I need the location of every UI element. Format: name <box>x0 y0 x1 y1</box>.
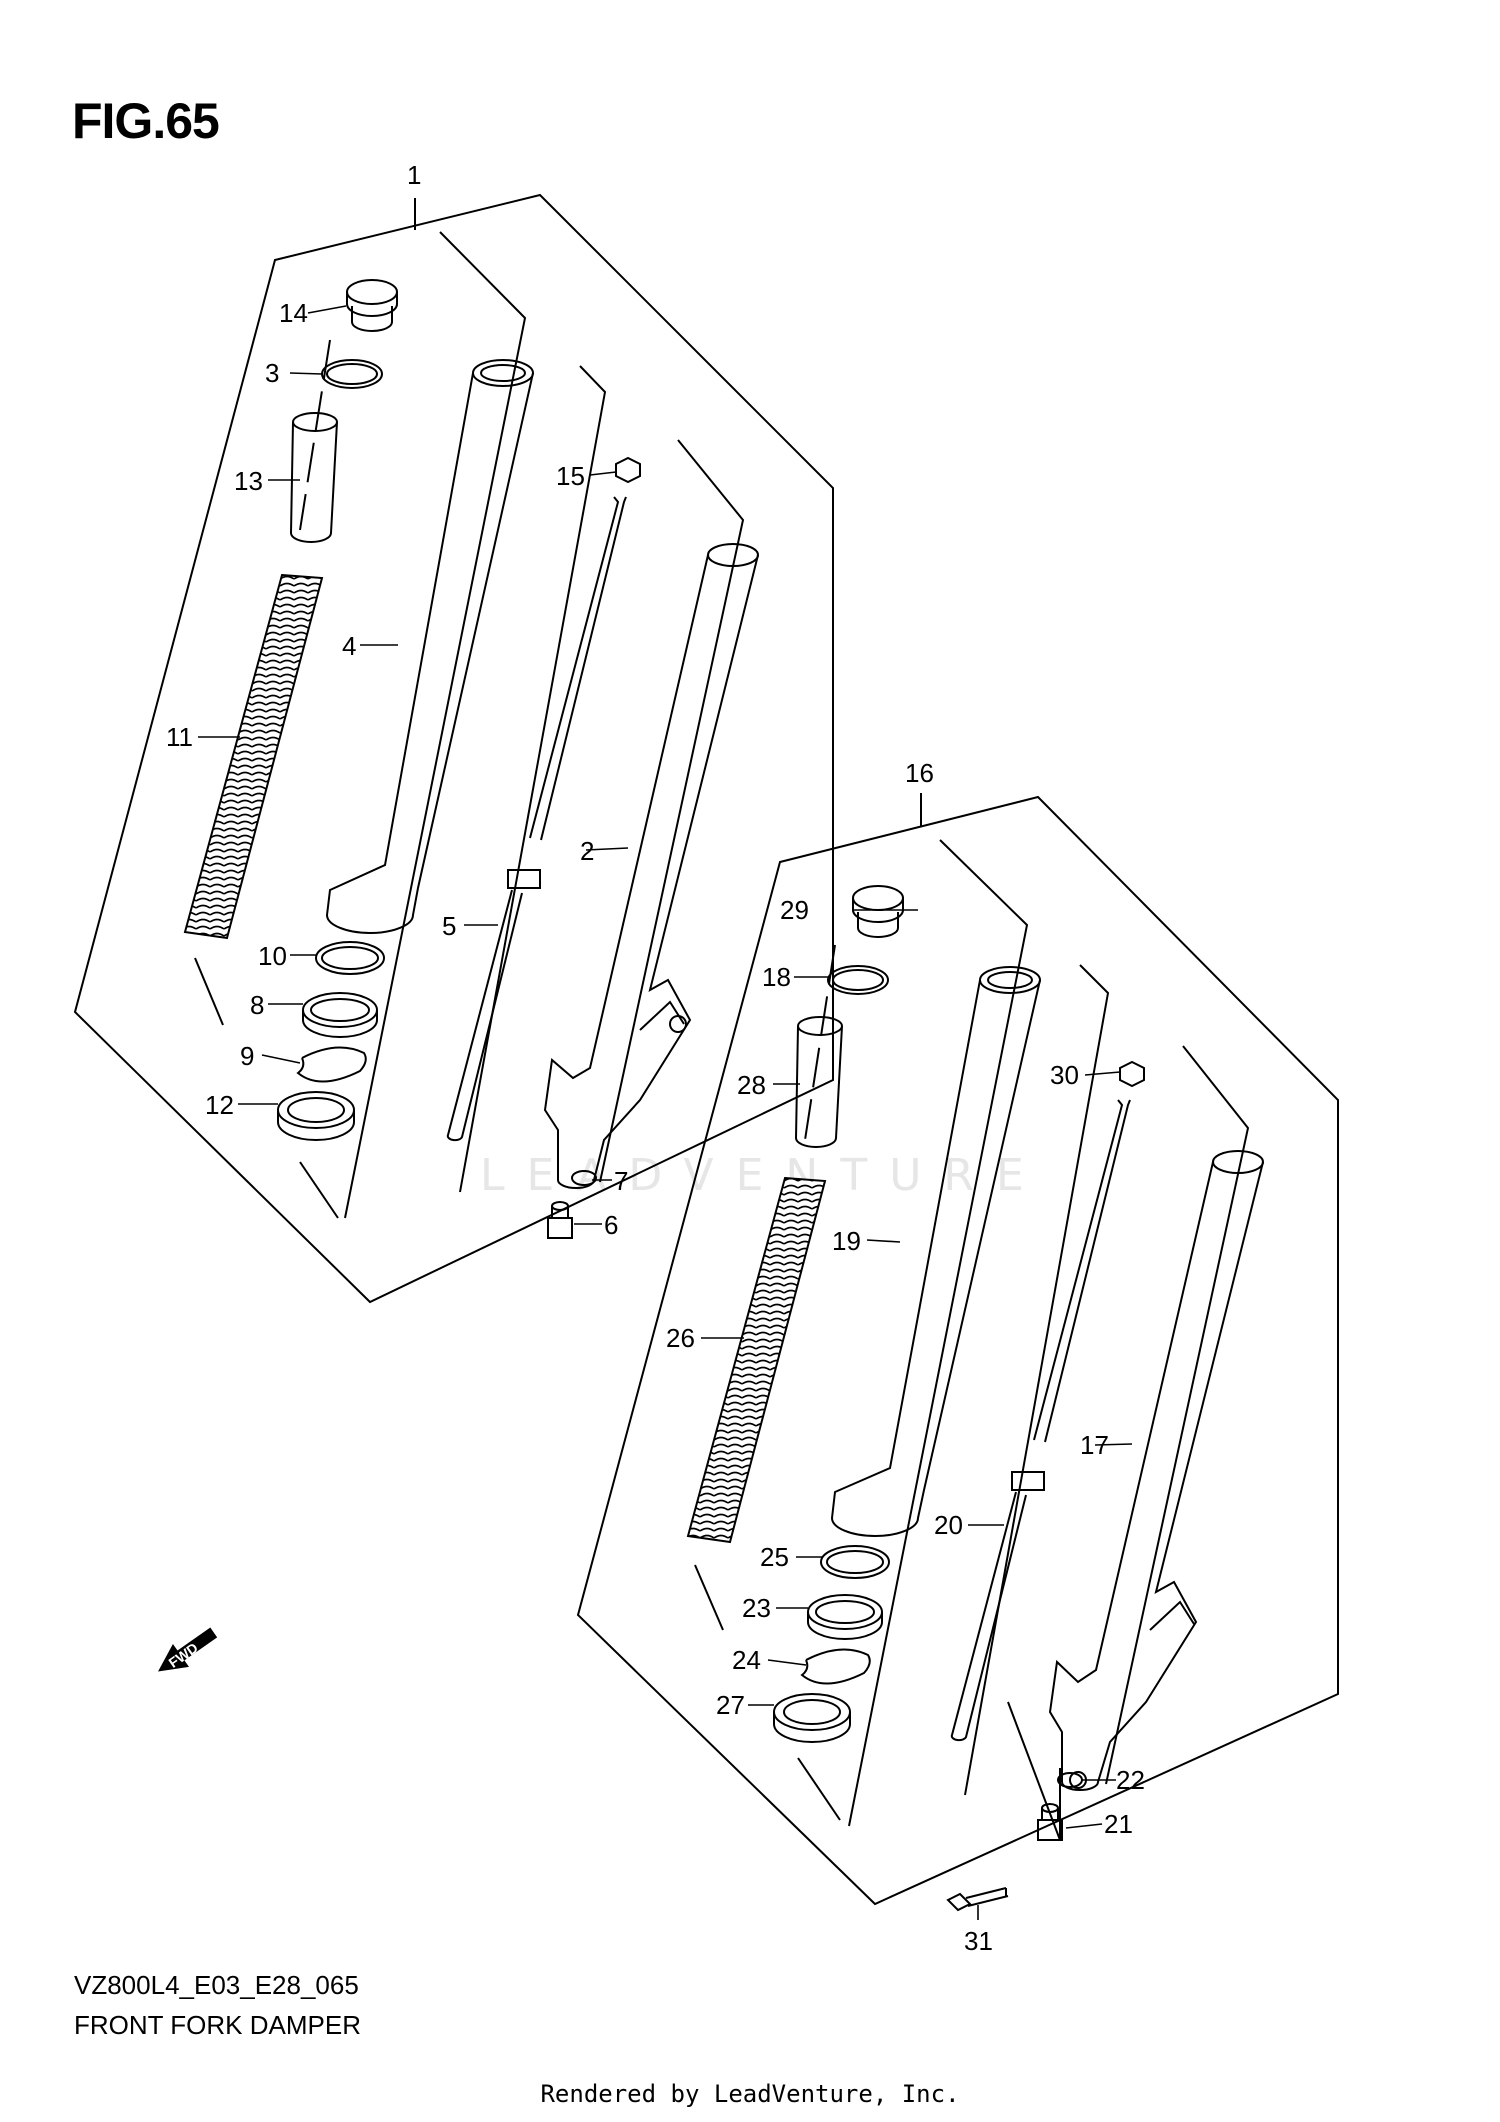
damper-rod-5 <box>446 496 627 1142</box>
callout-8: 8 <box>250 990 264 1020</box>
callout-25: 25 <box>760 1542 789 1572</box>
callout-5: 5 <box>442 911 456 941</box>
callout-18: 18 <box>762 962 791 992</box>
washer-7 <box>571 1170 597 1186</box>
ring-10 <box>315 941 385 975</box>
bolt-21 <box>1037 1803 1063 1841</box>
callout-1: 1 <box>407 160 421 190</box>
inner-bracket <box>694 1564 724 1631</box>
callout-13: 13 <box>234 466 263 496</box>
diagram-caption: FRONT FORK DAMPER <box>74 2010 361 2040</box>
outer-tube-2 <box>543 543 759 1189</box>
dust-seal-12 <box>277 1091 355 1141</box>
callout-10: 10 <box>258 941 287 971</box>
inner-bracket <box>964 964 1110 1796</box>
callout-11: 11 <box>166 722 193 752</box>
dust-seal-27 <box>773 1693 851 1743</box>
callout-17: 17 <box>1080 1430 1109 1460</box>
callout-6: 6 <box>604 1210 618 1240</box>
figure-title: FIG.65 <box>72 93 220 149</box>
spring-11 <box>183 573 324 940</box>
o-ring-18 <box>827 965 889 995</box>
inner-bracket <box>194 957 224 1026</box>
outer-tube-17 <box>1048 1150 1264 1791</box>
inner-bracket <box>1105 1045 1250 1785</box>
inner-bracket <box>459 365 607 1193</box>
inner-bracket <box>299 1161 339 1219</box>
diagram-code: VZ800L4_E03_E28_065 <box>74 1970 359 2000</box>
stopper-ring-24 <box>800 1648 871 1685</box>
callout-16: 16 <box>905 758 934 788</box>
spring-26 <box>686 1176 827 1544</box>
render-credit: Rendered by LeadVenture, Inc. <box>540 2080 960 2108</box>
callout-22: 22 <box>1116 1765 1145 1795</box>
inner-tube-4 <box>325 359 534 934</box>
inner-bracket <box>797 1757 841 1821</box>
callout-30: 30 <box>1050 1060 1079 1090</box>
spacer-28 <box>794 1016 843 1148</box>
cap-bolt-14 <box>346 279 398 332</box>
callout-28: 28 <box>737 1070 766 1100</box>
callout-26: 26 <box>666 1323 695 1353</box>
callout-29: 29 <box>780 895 809 925</box>
callout-9: 9 <box>240 1041 254 1071</box>
callout-19: 19 <box>832 1226 861 1256</box>
bolt-6 <box>547 1201 573 1239</box>
callout-labels: 1 14 3 13 4 11 10 8 9 12 15 5 2 7 6 16 2… <box>166 160 1145 1956</box>
callout-21: 21 <box>1104 1809 1133 1839</box>
inner-bracket <box>344 231 527 1219</box>
callout-4: 4 <box>342 631 356 661</box>
assembly-1-outline <box>73 193 834 1304</box>
callout-2: 2 <box>580 836 594 866</box>
watermark-text: LEADVENTURE <box>480 1150 1046 1201</box>
damper-rod-20 <box>950 1099 1131 1742</box>
callout-7: 7 <box>614 1166 628 1196</box>
callout-20: 20 <box>934 1510 963 1540</box>
stopper-ring-9 <box>296 1046 367 1083</box>
callout-15: 15 <box>556 461 585 491</box>
cap-bolt-29 <box>852 885 904 938</box>
fwd-arrow-icon: FWD <box>158 1627 218 1672</box>
callout-31: 31 <box>964 1926 993 1956</box>
spacer-13 <box>289 412 338 543</box>
callout-27: 27 <box>716 1690 745 1720</box>
callout-3: 3 <box>265 358 279 388</box>
ring-25 <box>820 1545 890 1579</box>
assembly-16-outline <box>576 795 1339 1906</box>
bolt-31 <box>946 1887 1009 1912</box>
leader-lines <box>198 305 1133 1920</box>
callout-14: 14 <box>279 298 308 328</box>
callout-24: 24 <box>732 1645 761 1675</box>
nut-30 <box>1119 1060 1145 1088</box>
inner-bracket <box>848 839 1029 1827</box>
inner-tube-19 <box>830 966 1041 1537</box>
inner-bracket <box>599 439 745 1183</box>
nut-15 <box>615 456 641 484</box>
callout-23: 23 <box>742 1593 771 1623</box>
callout-12: 12 <box>205 1090 234 1120</box>
